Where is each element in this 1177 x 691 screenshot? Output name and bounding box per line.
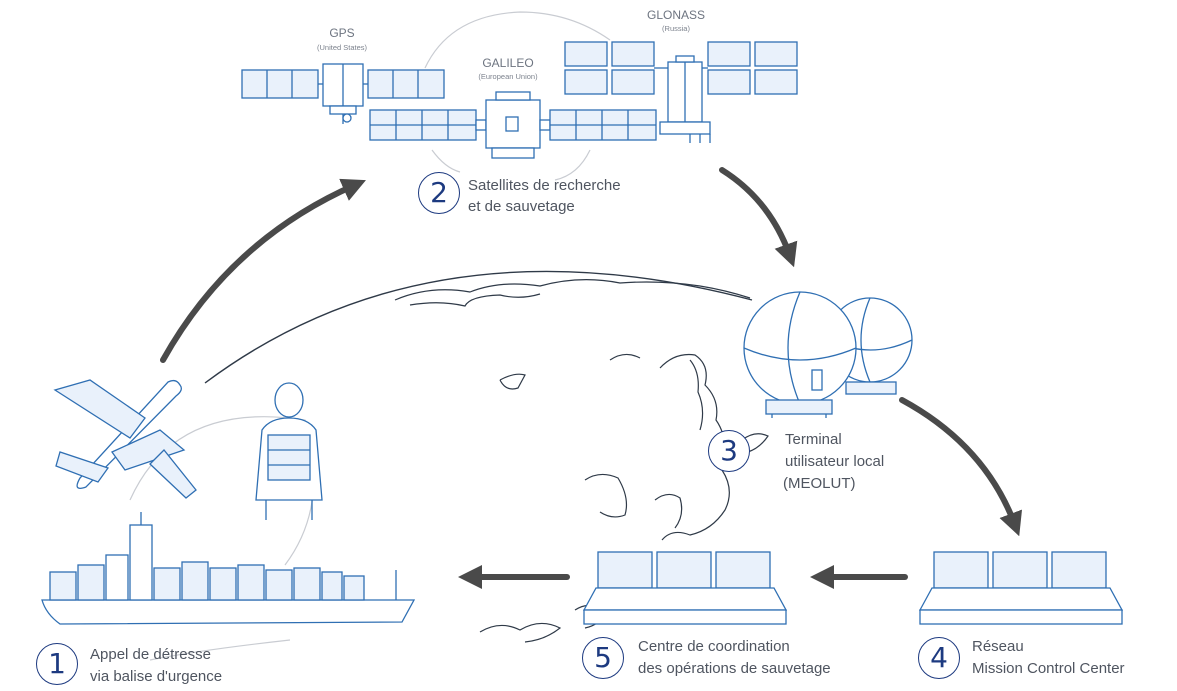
step-2-line1: Satellites de recherche bbox=[468, 177, 621, 194]
mcc-consoles-icon bbox=[918, 551, 1124, 625]
airplane-icon bbox=[53, 379, 197, 499]
galileo-label: GALILEO bbox=[482, 56, 534, 70]
step-3-line1: Terminal bbox=[785, 431, 842, 448]
galileo-satellite bbox=[369, 91, 657, 159]
satellite-guide-arcs bbox=[424, 11, 611, 181]
galileo-region: (European Union) bbox=[478, 72, 538, 81]
gps-satellite bbox=[241, 63, 445, 124]
glonass-satellite bbox=[564, 41, 798, 143]
step-2-line2: et de sauvetage bbox=[468, 198, 575, 215]
flow-arrows bbox=[160, 167, 1023, 589]
arrow-1-to-2 bbox=[160, 178, 366, 363]
glonass-label: GLONASS bbox=[646, 8, 706, 22]
step-4-badge: 4 bbox=[918, 637, 960, 679]
glonass-region: (Russia) bbox=[662, 24, 690, 33]
meolut-radomes-icon bbox=[743, 291, 913, 418]
step-1-line1: Appel de détresse bbox=[90, 646, 211, 663]
rcc-consoles-icon bbox=[582, 551, 788, 625]
gps-label: GPS bbox=[329, 26, 355, 40]
step-1-badge: 1 bbox=[36, 643, 78, 685]
step-4-line2: Mission Control Center bbox=[972, 660, 1125, 677]
step-3-badge: 3 bbox=[708, 430, 750, 472]
container-ship-icon bbox=[41, 512, 416, 625]
step-5-line2: des opérations de sauvetage bbox=[638, 660, 831, 677]
arrow-2-to-3 bbox=[719, 167, 798, 268]
step-2-badge: 2 bbox=[418, 172, 460, 214]
step-3-line3: (MEOLUT) bbox=[783, 475, 856, 492]
step-5-line1: Centre de coordination bbox=[638, 638, 790, 655]
step-3-line2: utilisateur local bbox=[785, 453, 885, 470]
arrow-3-to-4 bbox=[899, 397, 1023, 537]
step-5-badge: 5 bbox=[582, 637, 624, 679]
step-4-line1: Réseau bbox=[972, 638, 1024, 655]
step1-guide-arc-lower bbox=[149, 639, 291, 661]
person-lifevest-icon bbox=[255, 382, 323, 520]
gps-region: (United States) bbox=[316, 43, 368, 52]
step-1-line2: via balise d'urgence bbox=[90, 668, 223, 685]
